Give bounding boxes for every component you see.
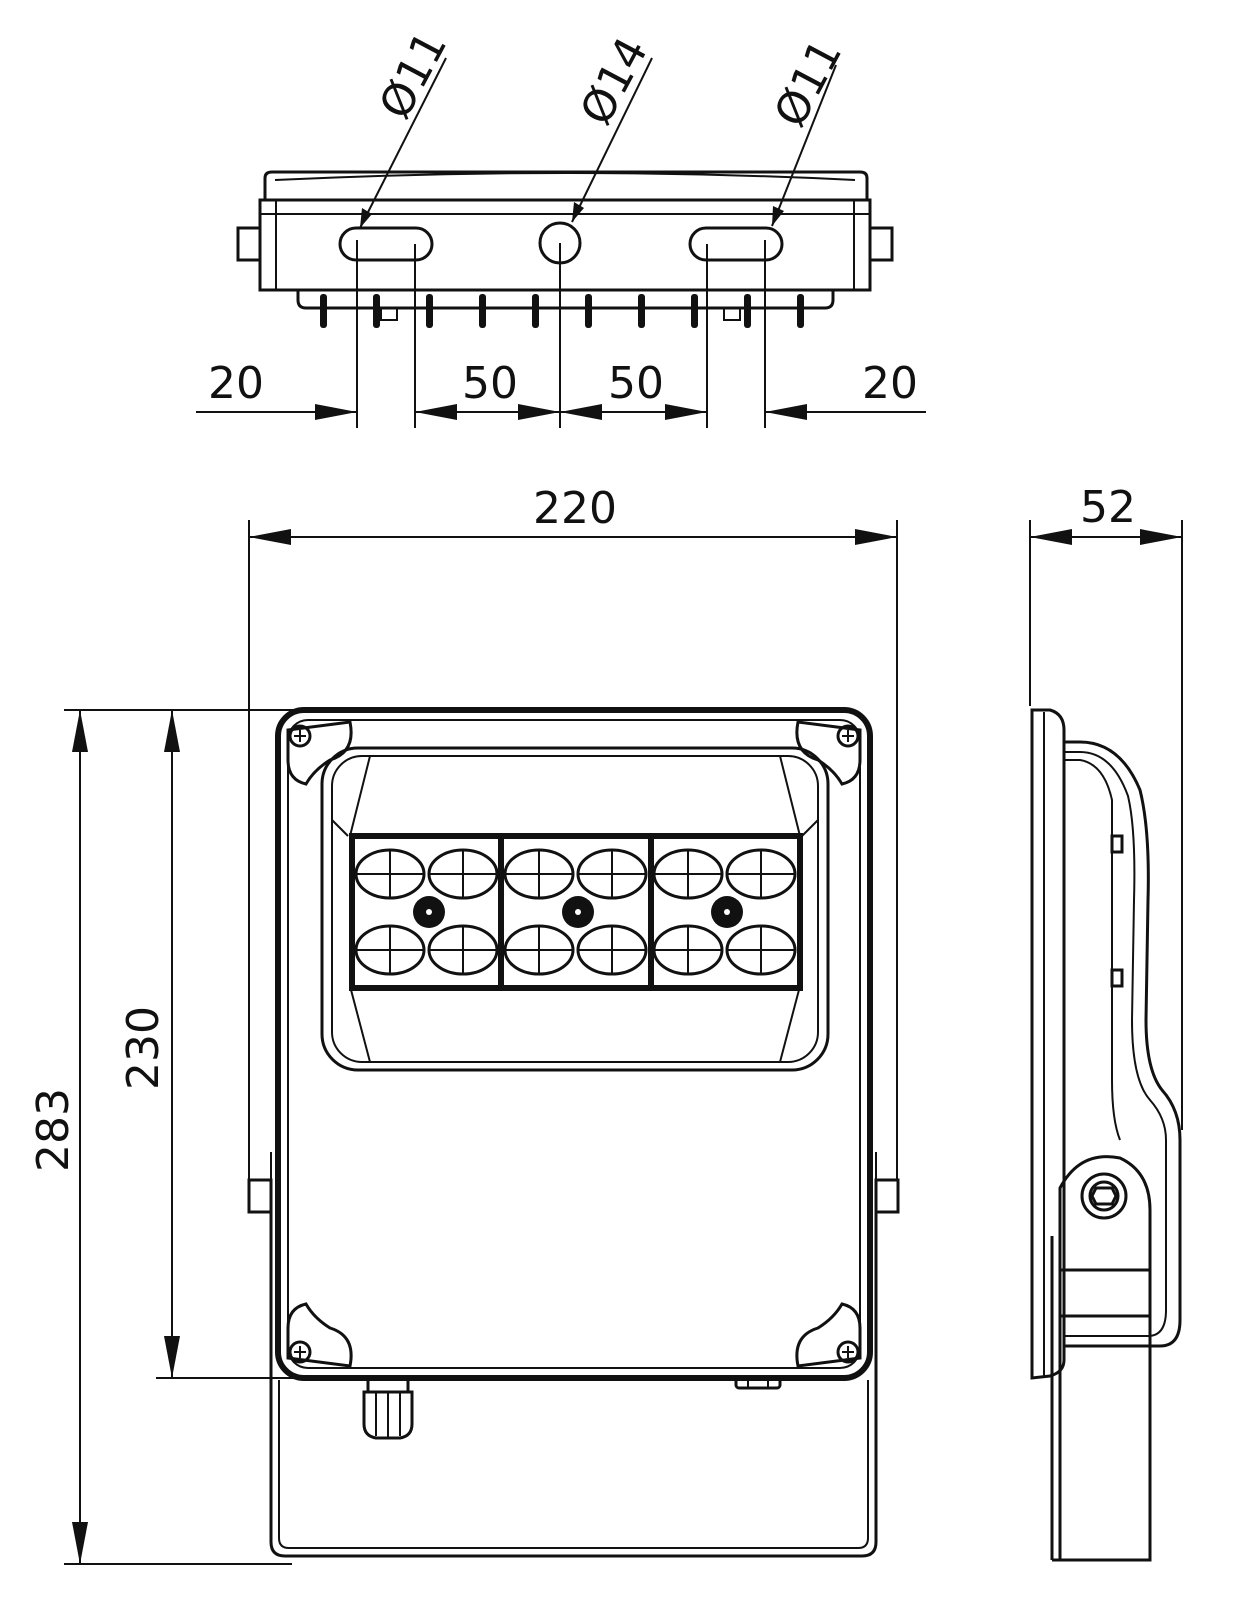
led-lens-cross (654, 926, 722, 974)
corner-screws (286, 720, 862, 1368)
pivot-bolt (1080, 1172, 1128, 1220)
led-lens-cross (356, 850, 424, 898)
led-lens-cross (505, 850, 573, 898)
led-lens-cross (578, 926, 646, 974)
led-lens-cross (578, 850, 646, 898)
led-lens-cross (727, 926, 795, 974)
width-dimension-label: 220 (533, 483, 617, 534)
led-lens-cross (429, 850, 497, 898)
dim-right-inner: 50 (608, 358, 664, 409)
led-lens-cross (356, 926, 424, 974)
housing-outline (275, 707, 873, 1381)
lens-window (320, 746, 830, 1072)
led-array (349, 833, 803, 991)
cooling-fins (320, 294, 804, 328)
hole-left-label: Ø11 (370, 23, 458, 127)
side-view: 52 (1029, 482, 1183, 1562)
dim-left-inner: 50 (462, 358, 518, 409)
led-lens-cross (505, 926, 573, 974)
hole-center-label: Ø14 (571, 29, 659, 133)
top-view: Ø11 Ø14 Ø11 20 50 50 20 (196, 23, 926, 428)
body-height-label: 230 (118, 1006, 169, 1090)
depth-dimension-label: 52 (1080, 482, 1136, 533)
front-view: 220 (28, 483, 900, 1565)
led-lens-cross (654, 850, 722, 898)
led-lens-cross (429, 926, 497, 974)
led-lens-cross (727, 850, 795, 898)
dim-left-outer: 20 (208, 358, 264, 409)
total-height-label: 283 (28, 1088, 79, 1172)
cable-gland (362, 1376, 414, 1440)
right-slot (688, 226, 784, 262)
hole-right-label: Ø11 (765, 31, 853, 135)
dim-right-outer: 20 (862, 358, 918, 409)
left-slot (338, 226, 434, 262)
